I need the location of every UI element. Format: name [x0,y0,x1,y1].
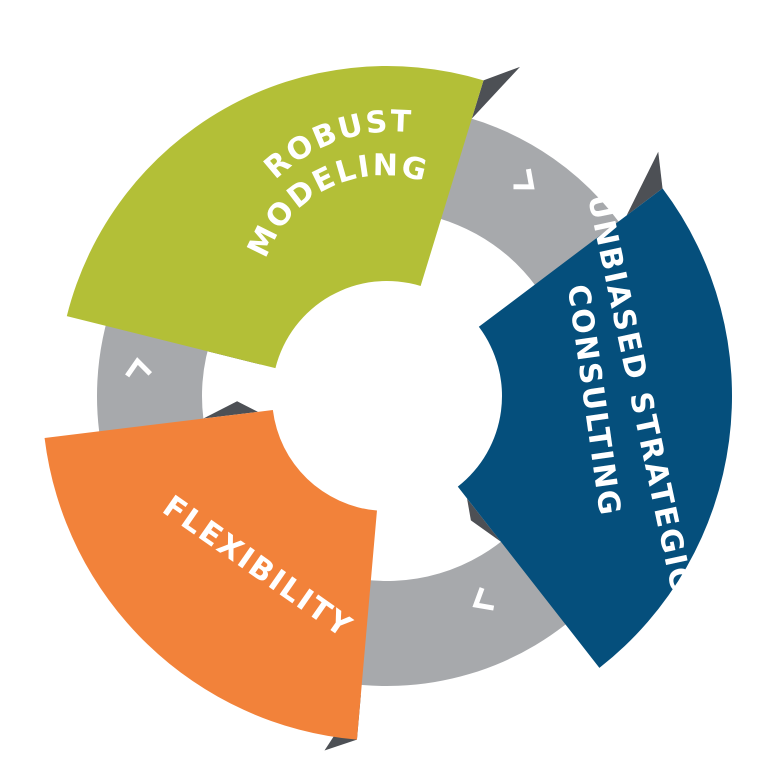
segments [44,65,732,740]
chevron-icon [513,168,535,190]
segment-robust-modeling [66,65,484,369]
segment-flexibility [44,410,377,740]
segment-unbiased-consulting [457,188,732,668]
shadow-robust-modeling [471,66,520,119]
chevrons [125,168,535,611]
shadow-flexibility-2 [203,401,258,419]
shadow-unbiased-consulting [626,151,663,216]
chevron-icon [125,357,153,378]
chevron-icon [472,587,495,611]
